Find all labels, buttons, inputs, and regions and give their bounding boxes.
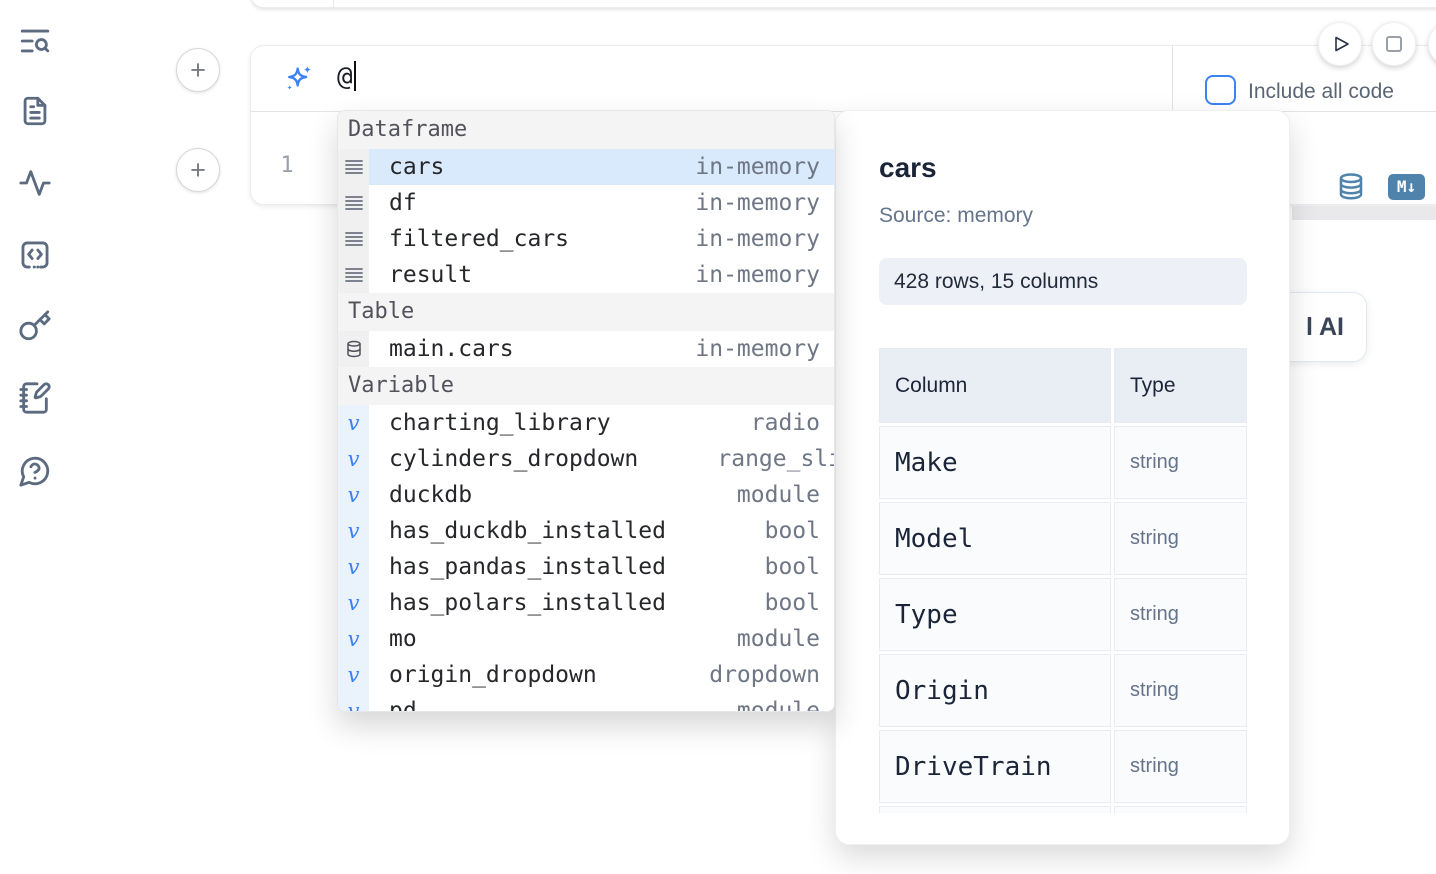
previous-cell xyxy=(250,0,1436,8)
stop-button[interactable] xyxy=(1372,22,1416,66)
variable-icon: v xyxy=(347,482,360,507)
type-header: Type xyxy=(1130,373,1176,397)
variable-icon: v xyxy=(347,446,360,471)
help-chat-icon[interactable] xyxy=(18,454,52,488)
list-search-icon[interactable] xyxy=(18,24,52,58)
include-all-code-checkbox[interactable] xyxy=(1205,75,1236,105)
table-row: DriveTrain string xyxy=(879,730,1247,803)
add-cell-above-button[interactable]: + xyxy=(176,48,220,92)
table-row: Model string xyxy=(879,502,1247,575)
datasource-icon[interactable] xyxy=(1336,172,1366,202)
rows-icon xyxy=(343,264,365,286)
variable-icon: v xyxy=(347,518,360,543)
file-text-icon[interactable] xyxy=(18,94,52,128)
variable-icon: v xyxy=(347,554,360,579)
run-cell-button[interactable] xyxy=(1318,22,1362,66)
section-header-dataframe: Dataframe xyxy=(338,111,834,149)
database-icon xyxy=(345,340,363,358)
divider xyxy=(1172,46,1173,111)
section-header-table: Table xyxy=(338,293,834,331)
markdown-convert-icon[interactable]: M↓ xyxy=(1388,174,1425,200)
variable-icon: v xyxy=(347,662,360,687)
column-header: Column xyxy=(895,373,968,397)
dataframe-preview-panel: cars Source: memory 428 rows, 15 columns… xyxy=(835,110,1290,845)
shape-badge: 428 rows, 15 columns xyxy=(879,258,1247,305)
snippets-code-icon[interactable] xyxy=(18,238,52,272)
ai-prompt-row[interactable]: @ Include all code xyxy=(251,46,1436,111)
line-number: 1 xyxy=(280,153,294,178)
add-cell-below-button[interactable]: + xyxy=(176,148,220,192)
variable-icon: v xyxy=(347,626,360,651)
notebook-pen-icon[interactable] xyxy=(18,381,52,415)
variable-icon: v xyxy=(347,410,360,435)
schema-table: Column Type Make string Model string Typ… xyxy=(879,348,1247,813)
cell-output-divider xyxy=(1292,206,1436,220)
rows-icon xyxy=(343,192,365,214)
text-cursor xyxy=(353,61,356,91)
preview-title: cars xyxy=(879,152,937,183)
preview-source: Source: memory xyxy=(879,204,1034,227)
table-row: Type string xyxy=(879,578,1247,651)
activity-icon[interactable] xyxy=(18,166,52,200)
ai-prompt-input[interactable]: @ xyxy=(337,61,356,92)
table-row: Make string xyxy=(879,426,1247,499)
rows-icon xyxy=(343,228,365,250)
variable-icon: v xyxy=(347,590,360,615)
key-icon[interactable] xyxy=(18,309,52,343)
table-row: Origin string xyxy=(879,654,1247,727)
section-header-variable: Variable xyxy=(338,367,834,405)
variable-icon: v xyxy=(347,698,360,712)
schema-header-row: Column Type xyxy=(879,348,1247,423)
table-row xyxy=(879,806,1247,813)
include-all-code-label: Include all code xyxy=(1248,80,1394,103)
rows-icon xyxy=(343,156,365,178)
ai-sparkle-icon xyxy=(283,63,315,95)
